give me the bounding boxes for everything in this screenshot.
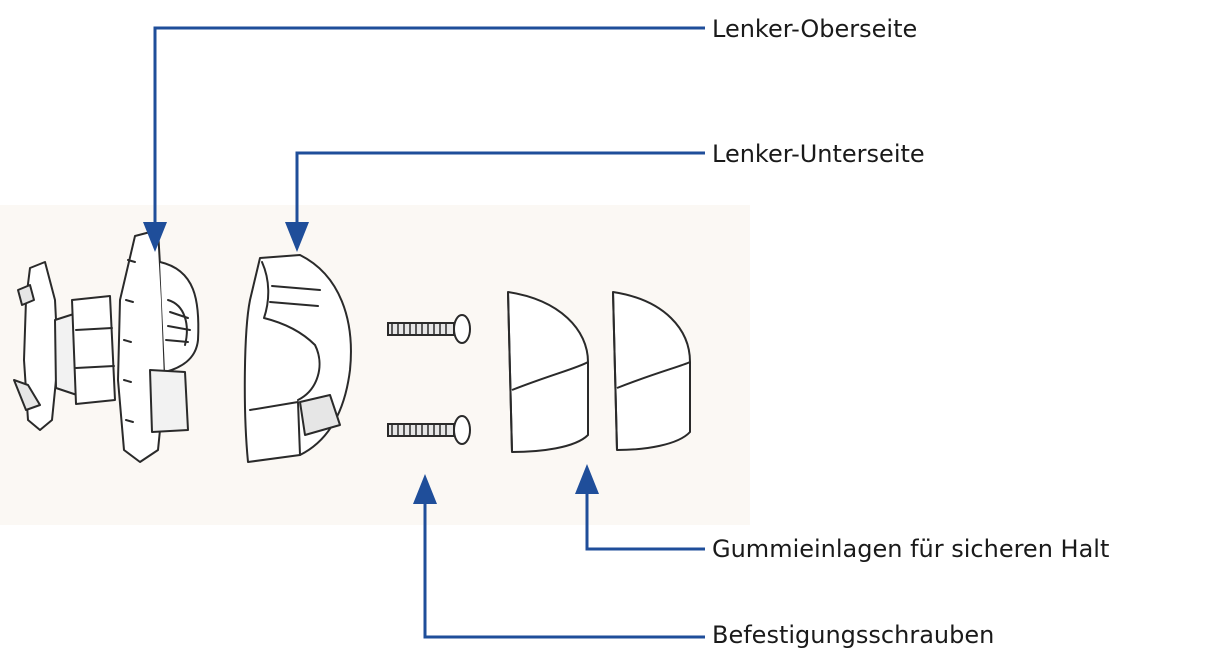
arrowhead-top [143, 222, 167, 252]
callout-line-screws [423, 500, 705, 639]
handlebar-bottom-part [243, 254, 352, 463]
arrowhead-screws [413, 474, 437, 504]
handlebar-top-part [13, 229, 200, 463]
label-mounting-screws: Befestigungsschrauben [712, 621, 995, 649]
label-rubber-inserts: Gummieinlagen für sicheren Halt [712, 535, 1110, 563]
label-handlebar-bottom: Lenker-Unterseite [712, 140, 925, 168]
callout-line-top [153, 26, 705, 228]
arrowhead-rubber [575, 464, 599, 494]
rubber-insert-left [507, 291, 589, 453]
mounting-screws [387, 314, 471, 445]
callout-arrowheads [143, 222, 599, 504]
callout-lines [153, 26, 705, 639]
screw-lower [387, 415, 471, 445]
callout-line-rubber [585, 490, 705, 551]
screw-upper [387, 314, 471, 344]
clamp-screw-slot [299, 394, 341, 436]
callout-line-bottom [295, 151, 705, 228]
label-handlebar-top: Lenker-Oberseite [712, 15, 918, 43]
rubber-insert-right [612, 291, 691, 451]
rubber-inserts [507, 291, 691, 453]
arrowhead-bottom [285, 222, 309, 252]
mount-back-plate [23, 261, 59, 431]
